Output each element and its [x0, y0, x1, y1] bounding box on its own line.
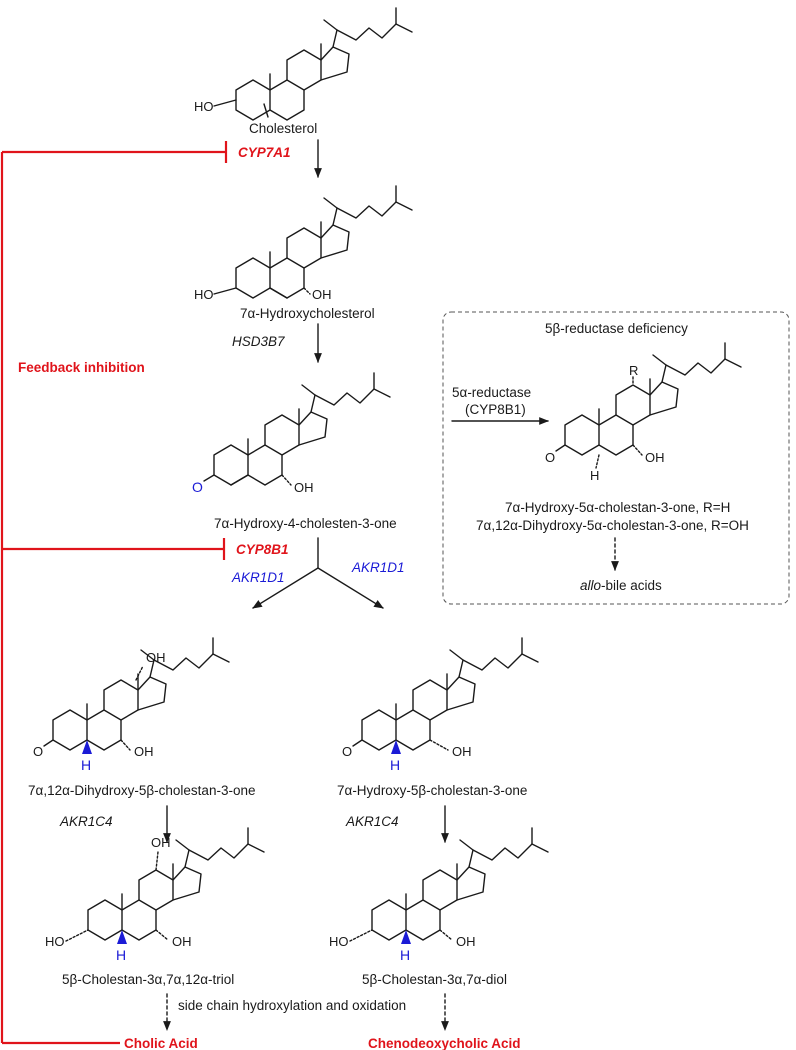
dihydroxy-one-structure: OH O H OH [33, 637, 230, 773]
dihydroxy-o: O [33, 744, 43, 759]
diol-structure: HO H OH [329, 827, 549, 963]
hydroxy-one-wedge [391, 740, 401, 754]
allo-r: R [629, 363, 638, 378]
allo-oh: OH [645, 450, 665, 465]
allo-product1-label: 7α-Hydroxy-5α-cholestan-3-one, R=H [505, 500, 730, 515]
hsd3b7-label: HSD3B7 [232, 334, 285, 349]
hydroxy-one-structure: O H OH [342, 637, 539, 773]
triol-structure: OH HO H OH [45, 827, 265, 963]
cholesterol-structure: HO [194, 7, 413, 121]
triol-oh12: OH [151, 835, 171, 850]
allo-product2-label: 7α,12α-Dihydroxy-5α-cholestan-3-one, R=O… [476, 518, 749, 533]
cdca-label: Chenodeoxycholic Acid [368, 1036, 521, 1050]
cyp8b1-paren-label: (CYP8B1) [465, 402, 526, 417]
deficiency-box [442, 311, 790, 605]
triol-ho: HO [45, 934, 65, 949]
dihydroxy-h: H [81, 757, 91, 773]
hydroxycholesterol-label: 7α-Hydroxycholesterol [240, 306, 375, 321]
side-chain-label: side chain hydroxylation and oxidation [178, 998, 406, 1013]
diol-oh: OH [456, 934, 476, 949]
hydroxycholesterol-structure: HO OH [194, 185, 413, 302]
cholestenone-structure: O OH [192, 372, 391, 495]
cholesterol-label: Cholesterol [249, 121, 317, 136]
dihydroxy-oh: OH [134, 744, 154, 759]
triol-label: 5β-Cholestan-3α,7α,12α-triol [62, 972, 234, 987]
diol-h: H [400, 947, 410, 963]
deficiency-title: 5β-reductase deficiency [545, 321, 688, 336]
allo-h: H [590, 468, 599, 483]
cyp7a1-label: CYP7A1 [238, 145, 291, 160]
dihydroxy-oh12: OH [146, 650, 166, 665]
cholestenone-label: 7α-Hydroxy-4-cholesten-3-one [214, 516, 397, 531]
akr1c4-left-label: AKR1C4 [59, 814, 113, 829]
allo-structure: R O H OH [545, 342, 742, 483]
cholestenone-oh: OH [294, 480, 314, 495]
hydroxy-one-oh: OH [452, 744, 472, 759]
dihydroxy-wedge [82, 740, 92, 754]
akr1d1-left-label: AKR1D1 [231, 570, 285, 585]
cyp8b1-label: CYP8B1 [236, 542, 289, 557]
diol-wedge [401, 930, 411, 944]
allo-o: O [545, 450, 555, 465]
branch-arrows [252, 537, 384, 609]
triol-oh: OH [172, 934, 192, 949]
diol-label: 5β-Cholestan-3α,7α-diol [362, 972, 507, 987]
hydroxycholesterol-ho: HO [194, 287, 214, 302]
cholic-acid-label: Cholic Acid [124, 1036, 198, 1050]
diol-ho: HO [329, 934, 349, 949]
akr1d1-right-label: AKR1D1 [351, 560, 405, 575]
five-alpha-reductase-label: 5α-reductase [452, 385, 531, 400]
triol-h: H [116, 947, 126, 963]
feedback-inhibition-lines [0, 141, 228, 1045]
hydroxy-one-label: 7α-Hydroxy-5β-cholestan-3-one [337, 783, 527, 798]
akr1c4-right-label: AKR1C4 [345, 814, 399, 829]
allo-bile-acids-label: allo-bile acids [580, 578, 662, 593]
hydroxy-one-o: O [342, 744, 352, 759]
cholesterol-ho: HO [194, 99, 214, 114]
dihydroxy-one-label: 7α,12α-Dihydroxy-5β-cholestan-3-one [28, 783, 255, 798]
cholestenone-o: O [192, 479, 203, 495]
hydroxycholesterol-oh: OH [312, 287, 332, 302]
triol-wedge [117, 930, 127, 944]
feedback-inhibition-label: Feedback inhibition [18, 360, 145, 375]
hydroxy-one-h: H [390, 757, 400, 773]
